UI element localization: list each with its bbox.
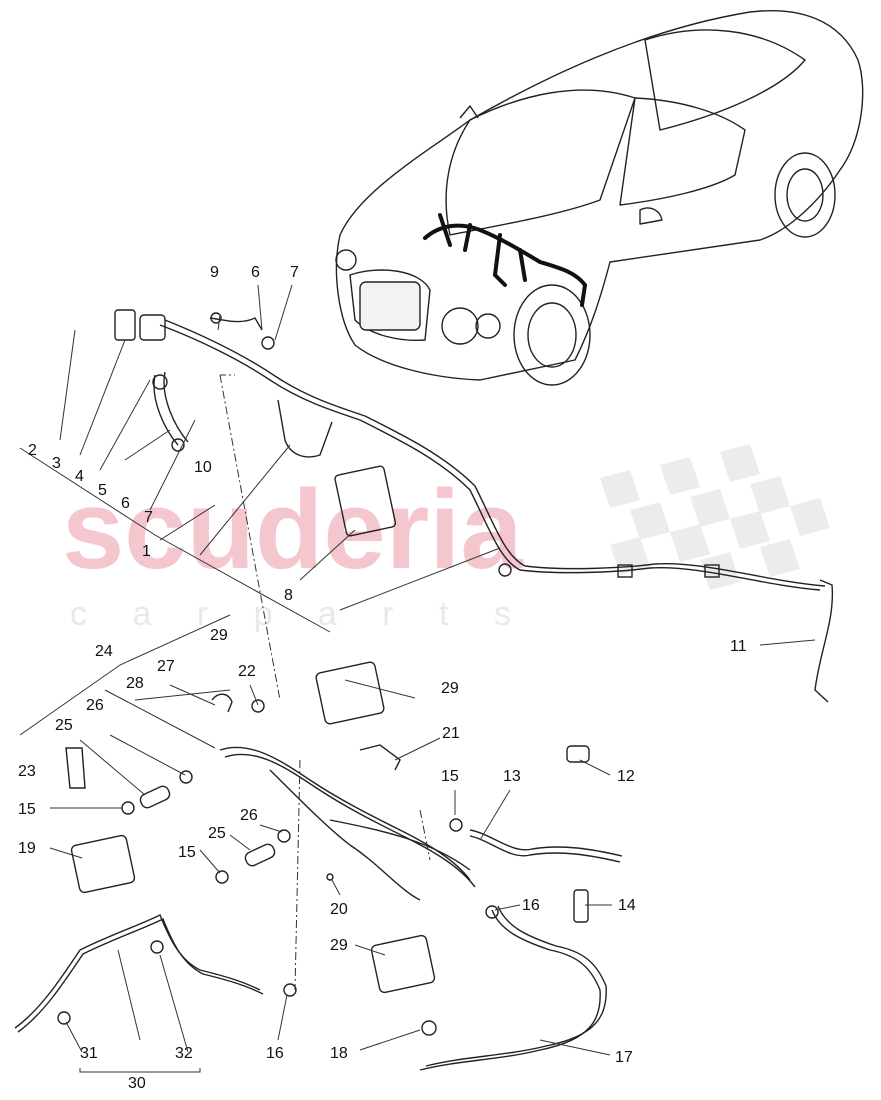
callout-17: 17 xyxy=(615,1049,633,1066)
callout-25-b: 25 xyxy=(208,825,226,842)
callout-15-c: 15 xyxy=(178,844,196,861)
callout-2: 2 xyxy=(28,442,37,459)
callout-23: 23 xyxy=(18,763,36,780)
callout-25-a: 25 xyxy=(55,717,73,734)
callout-29-b: 29 xyxy=(441,680,459,697)
callout-12: 12 xyxy=(617,768,635,785)
callout-26-a: 26 xyxy=(86,697,104,714)
callout-21: 21 xyxy=(442,725,460,742)
callout-22: 22 xyxy=(238,663,256,680)
callout-11: 11 xyxy=(730,638,747,655)
callout-27: 27 xyxy=(157,658,175,675)
wiring-harness xyxy=(423,213,588,307)
callout-5: 5 xyxy=(98,482,107,499)
callout-29-a: 29 xyxy=(210,627,228,644)
callout-7: 7 xyxy=(144,509,153,526)
callout-7-top: 7 xyxy=(290,264,299,281)
watermark: scuderia c a r p a r t s xyxy=(62,444,830,633)
callout-15-a: 15 xyxy=(441,768,459,785)
callout-32: 32 xyxy=(175,1045,193,1062)
callout-6-top: 6 xyxy=(251,264,260,281)
callout-9: 9 xyxy=(210,264,219,281)
callout-1: 1 xyxy=(142,543,151,560)
callout-16-a: 16 xyxy=(522,897,540,914)
lower-pipe-assembly xyxy=(14,661,623,1071)
callout-16-b: 16 xyxy=(266,1045,284,1062)
callout-29-c: 29 xyxy=(330,937,348,954)
callout-24: 24 xyxy=(95,643,113,660)
callout-8: 8 xyxy=(284,587,293,604)
callout-10: 10 xyxy=(194,459,212,476)
callout-28: 28 xyxy=(126,675,144,692)
watermark-brand: scuderia xyxy=(62,467,523,592)
callout-30: 30 xyxy=(128,1075,146,1092)
callout-20: 20 xyxy=(330,901,348,918)
leader-lines xyxy=(19,284,816,1073)
upper-pipe-assembly xyxy=(114,309,834,703)
callout-15-b: 15 xyxy=(18,801,36,818)
car-illustration xyxy=(335,9,864,386)
callout-19: 19 xyxy=(18,840,36,857)
callout-labels: 1 2 3 4 5 6 7 9 6 7 10 8 11 29 24 27 22 … xyxy=(18,264,747,1092)
callout-18: 18 xyxy=(330,1045,348,1062)
callout-31: 31 xyxy=(80,1045,98,1062)
callout-13: 13 xyxy=(503,768,521,785)
callout-4: 4 xyxy=(75,468,84,485)
callout-3: 3 xyxy=(52,455,61,472)
callout-26-b: 26 xyxy=(240,807,258,824)
callout-6: 6 xyxy=(121,495,130,512)
watermark-sub: c a r p a r t s xyxy=(70,595,529,633)
callout-14: 14 xyxy=(618,897,636,914)
